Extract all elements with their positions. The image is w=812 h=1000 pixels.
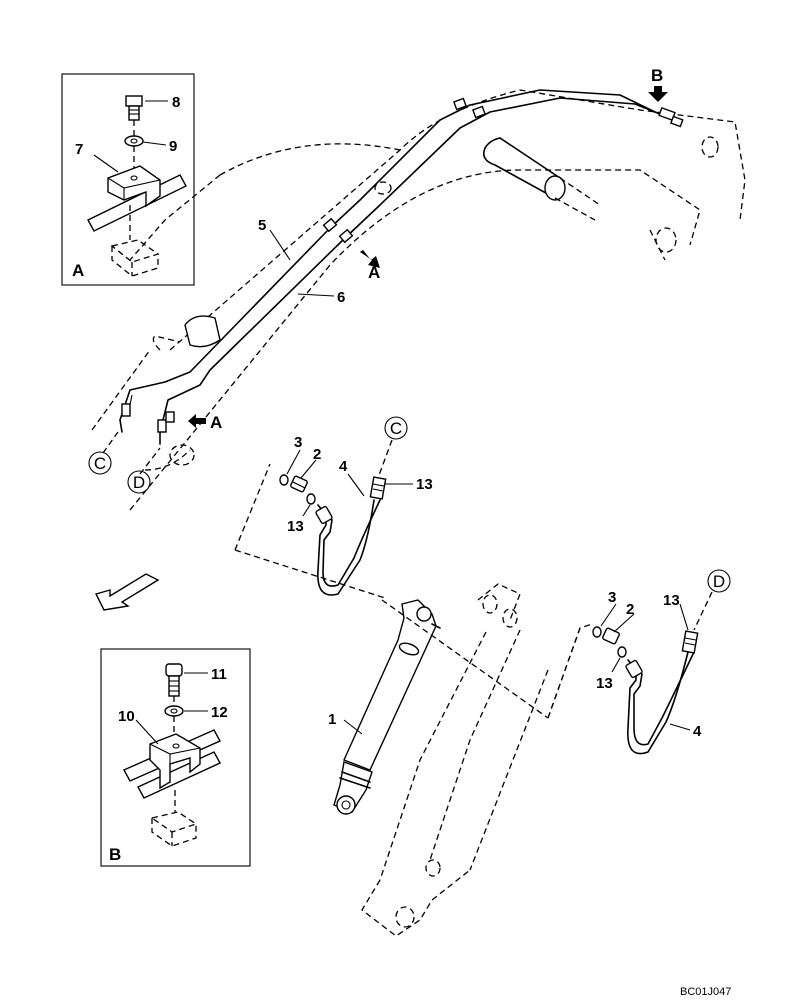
callout-11: 11 — [211, 666, 227, 683]
callout-6: 6 — [337, 289, 345, 306]
detail-b-label: B — [109, 845, 121, 864]
clamp-7-icon — [107, 165, 161, 208]
detail-view-b: 11 12 10 B — [100, 648, 251, 867]
callout-5: 5 — [258, 217, 266, 234]
drawing-number: BC01J047 — [680, 986, 731, 998]
o-ring-13d-icon — [617, 646, 627, 658]
hose-assembly-d: D 3 2 13 13 4 — [547, 569, 731, 755]
o-ring-3-icon — [279, 474, 289, 486]
boom-structure — [91, 89, 746, 511]
callout-13-d-top: 13 — [663, 592, 680, 609]
svg-text:A: A — [210, 413, 222, 432]
bolt-8-icon — [125, 95, 143, 121]
callout-13-d-bottom: 13 — [596, 675, 613, 692]
callout-10: 10 — [118, 708, 135, 725]
detail-view-a: 8 9 7 A — [61, 73, 195, 286]
callout-4-c: 4 — [339, 458, 348, 475]
detail-b-frame — [100, 648, 251, 867]
washer-9-icon — [124, 135, 144, 147]
hose-assembly-c: C 3 2 4 13 13 — [234, 416, 433, 599]
o-ring-3d-icon — [592, 626, 602, 638]
callout-12: 12 — [211, 704, 228, 721]
detail-a-label: A — [72, 261, 84, 280]
bolt-11-icon — [165, 663, 183, 697]
callout-1: 1 — [328, 711, 336, 728]
svg-text:C: C — [94, 454, 106, 473]
callout-3-d: 3 — [608, 589, 616, 606]
callout-13-c-top: 13 — [416, 476, 433, 493]
detail-a-frame — [61, 73, 195, 286]
washer-12-icon — [164, 705, 184, 717]
adapter-2-icon — [290, 475, 308, 493]
connection-c-boom: C — [88, 451, 112, 475]
connection-d-boom: D — [127, 470, 151, 494]
svg-text:A: A — [368, 263, 380, 282]
callout-7: 7 — [75, 141, 83, 158]
o-ring-13-icon — [306, 493, 316, 505]
svg-text:B: B — [651, 66, 663, 85]
callout-9: 9 — [169, 138, 177, 155]
view-arrow-a-lower: A — [188, 413, 222, 432]
clamp-10-icon — [149, 733, 201, 790]
callout-4-d: 4 — [693, 723, 702, 740]
callout-13-c-bottom: 13 — [287, 518, 304, 535]
adapter-2d-icon — [602, 627, 620, 645]
view-arrow-b: B — [648, 66, 668, 102]
callout-2-c: 2 — [313, 446, 321, 463]
view-arrow-a-upper: A — [360, 250, 380, 282]
callout-8: 8 — [172, 94, 180, 111]
boom-pipes — [119, 89, 684, 445]
svg-text:D: D — [133, 473, 145, 492]
connection-c-hose: C — [390, 419, 402, 438]
arm-cylinder — [333, 599, 441, 815]
callout-2-d: 2 — [626, 601, 634, 618]
arm-structure — [361, 583, 581, 937]
front-direction-arrow — [94, 573, 160, 611]
connection-d-hose: D — [713, 572, 725, 591]
callout-3-c: 3 — [294, 434, 302, 451]
